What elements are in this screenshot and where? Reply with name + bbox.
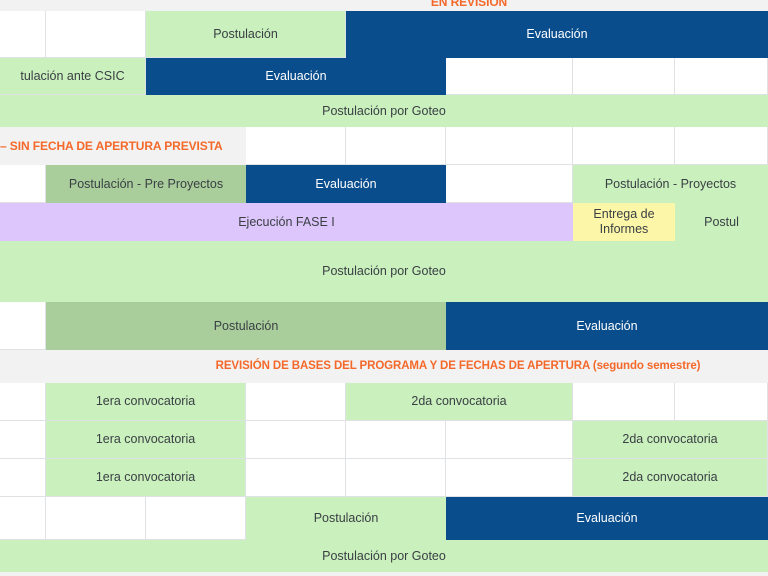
bottom-band: [0, 572, 768, 576]
band-sin-fecha: [0, 127, 246, 165]
cell-postulacion: Postulación: [46, 302, 446, 350]
note-sin-fecha: – SIN FECHA DE APERTURA PREVISTA: [0, 138, 223, 153]
cell-postulacion: Postulación: [146, 11, 346, 58]
cell-empty: [0, 11, 46, 58]
cell-empty: [675, 58, 768, 95]
cell-empty: [573, 58, 675, 95]
row-en-revision-band: [0, 0, 768, 11]
cell-postulacion-ante-csic: tulación ante CSIC: [0, 58, 146, 95]
cell-entrega-informes: Entrega de Informes: [573, 203, 675, 241]
cell-evaluacion: Evaluación: [146, 58, 446, 95]
cell-empty: [246, 459, 346, 497]
cell-2da-convocatoria: 2da convocatoria: [573, 459, 768, 497]
cell-postulacion-por-goteo: Postulación por Goteo: [0, 540, 768, 572]
cell-empty: [446, 421, 573, 459]
cell-empty: [346, 127, 446, 165]
cell-evaluacion: Evaluación: [246, 165, 446, 203]
cell-empty: [0, 459, 46, 497]
cell-empty: [446, 58, 573, 95]
cell-2da-convocatoria: 2da convocatoria: [346, 383, 573, 421]
cell-1era-convocatoria: 1era convocatoria: [46, 383, 246, 421]
cell-empty: [446, 459, 573, 497]
cell-postulacion-proyectos: Postulación - Proyectos: [573, 165, 768, 203]
cell-evaluacion: Evaluación: [446, 497, 768, 540]
cell-empty: [46, 11, 146, 58]
cell-1era-convocatoria: 1era convocatoria: [46, 421, 246, 459]
cell-2da-convocatoria: 2da convocatoria: [573, 421, 768, 459]
cell-empty: [0, 302, 46, 350]
cell-postulacion: Postulación: [246, 497, 446, 540]
note-en-revision: EN REVISIÓN: [430, 0, 508, 9]
cell-empty: [346, 421, 446, 459]
cell-empty: [0, 383, 46, 421]
cell-empty: [246, 383, 346, 421]
cell-postulacion-por-goteo: Postulación por Goteo: [0, 241, 768, 302]
cell-postulacion-pre-proyectos: Postulación - Pre Proyectos: [46, 165, 246, 203]
cell-evaluacion: Evaluación: [446, 302, 768, 350]
band-revision-bases: [0, 350, 768, 383]
cell-empty: [146, 497, 246, 540]
cell-empty: [346, 459, 446, 497]
cell-empty: [46, 497, 146, 540]
cell-empty: [0, 421, 46, 459]
cell-empty: [246, 127, 346, 165]
cell-1era-convocatoria: 1era convocatoria: [46, 459, 246, 497]
cell-empty: [446, 165, 573, 203]
cell-empty: [675, 127, 768, 165]
cell-empty: [0, 165, 46, 203]
cell-postulacion-por-goteo: Postulación por Goteo: [0, 95, 768, 127]
cell-postulacion-cut: Postul: [675, 203, 768, 241]
cell-empty: [0, 497, 46, 540]
cell-empty: [446, 127, 573, 165]
cell-empty: [675, 383, 768, 421]
cell-empty: [573, 383, 675, 421]
cell-ejecucion-fase-i: Ejecución FASE I: [0, 203, 573, 241]
cell-evaluacion: Evaluación: [346, 11, 768, 58]
cell-empty: [246, 421, 346, 459]
cell-empty: [573, 127, 675, 165]
note-revision-bases: REVISIÓN DE BASES DEL PROGRAMA Y DE FECH…: [215, 359, 701, 372]
